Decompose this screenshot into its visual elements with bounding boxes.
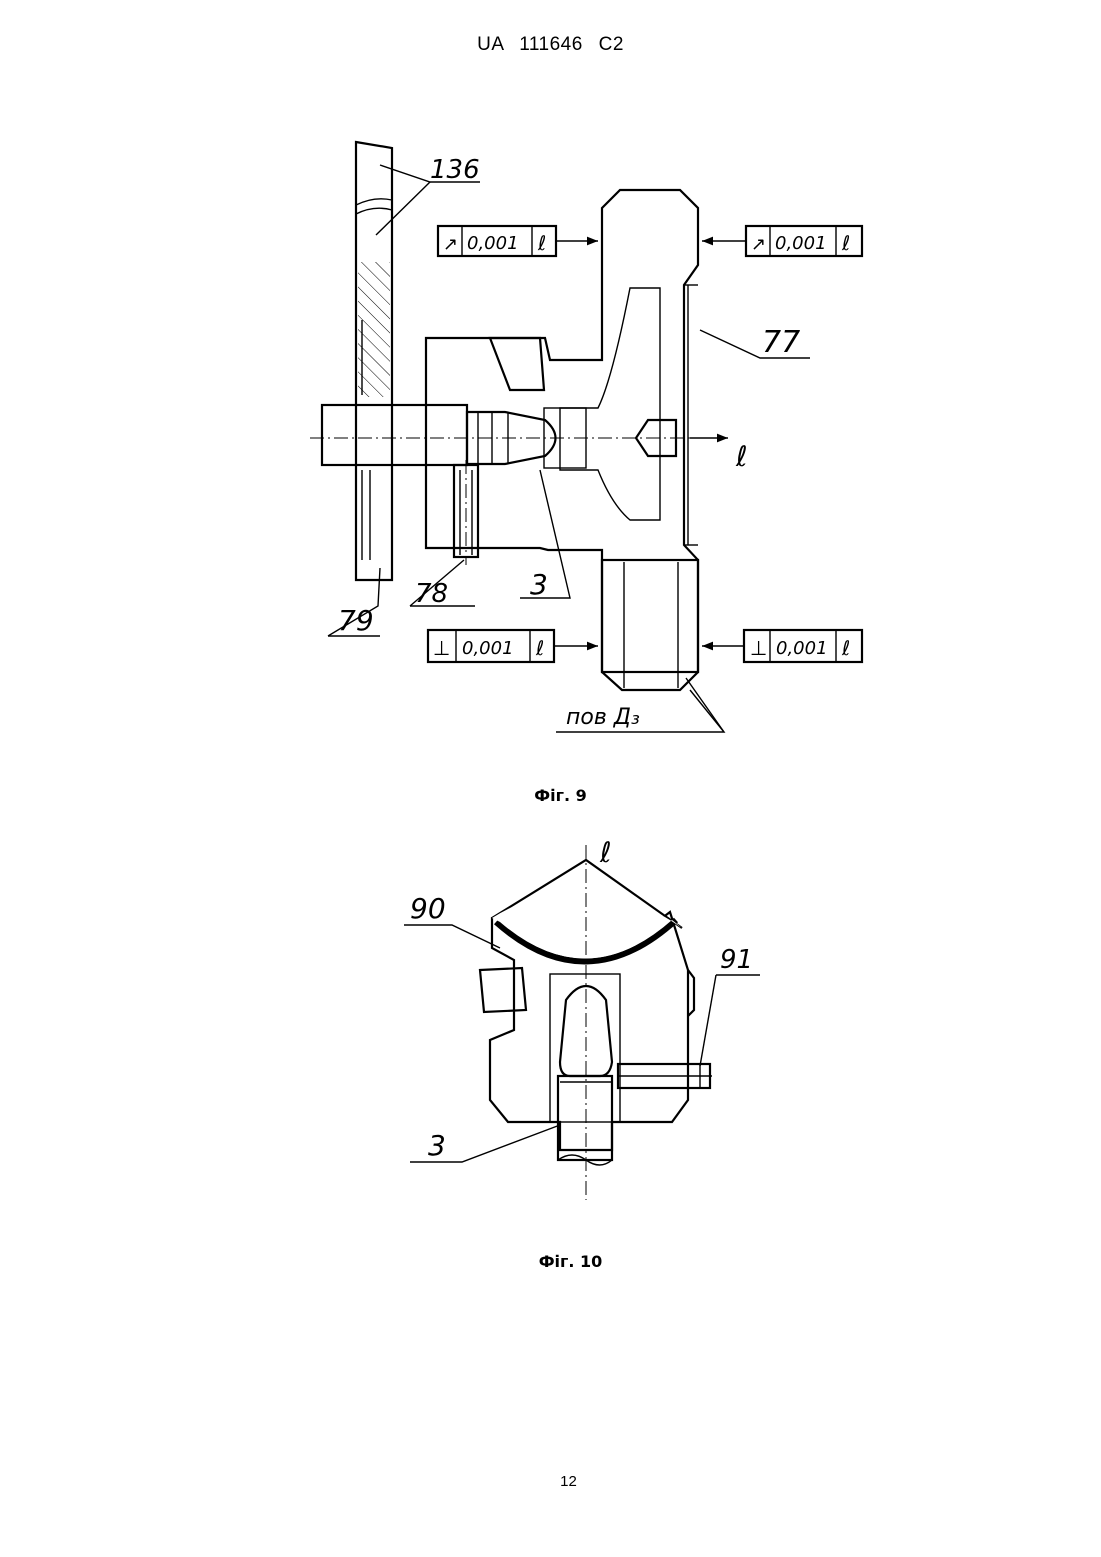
tol-datum: ℓ: [537, 231, 546, 255]
label-78: 78: [415, 579, 448, 609]
tol-value: 0,001: [467, 233, 519, 254]
tol-datum: ℓ: [535, 636, 544, 660]
figure-9: 136 77 78 79 3 ℓ пов Д₃ ↗ 0,001 ℓ ↗ 0,00…: [310, 142, 862, 732]
figure-9-caption: Фіг. 9: [10, 786, 1101, 805]
label-79: 79: [338, 604, 374, 637]
label-surface: пов Д₃: [566, 705, 640, 730]
label-90: 90: [410, 892, 446, 925]
tol-value: 0,001: [775, 233, 827, 254]
plate-79: [356, 142, 392, 580]
tol-symbol: ↗: [751, 234, 766, 255]
figure-10: 90 91 3 ℓ: [404, 836, 760, 1200]
screw-78: [454, 460, 478, 565]
label-3: 3: [428, 1129, 446, 1162]
tol-value: 0,001: [462, 638, 514, 659]
label-77: 77: [762, 325, 800, 360]
label-axis-l: ℓ: [735, 440, 748, 473]
label-axis-l: ℓ: [599, 836, 612, 869]
figure-10-caption: Фіг. 10: [20, 1252, 1101, 1271]
tol-datum: ℓ: [841, 231, 850, 255]
label-3: 3: [530, 568, 548, 601]
label-91: 91: [720, 945, 753, 975]
page-number: 12: [18, 1473, 1101, 1490]
tol-value: 0,001: [776, 638, 828, 659]
tol-symbol: ⊥: [750, 636, 767, 660]
tol-datum: ℓ: [841, 636, 850, 660]
tol-symbol: ↗: [443, 234, 458, 255]
tol-symbol: ⊥: [433, 636, 450, 660]
label-136: 136: [430, 155, 480, 185]
knurl-ring: [480, 968, 526, 1012]
